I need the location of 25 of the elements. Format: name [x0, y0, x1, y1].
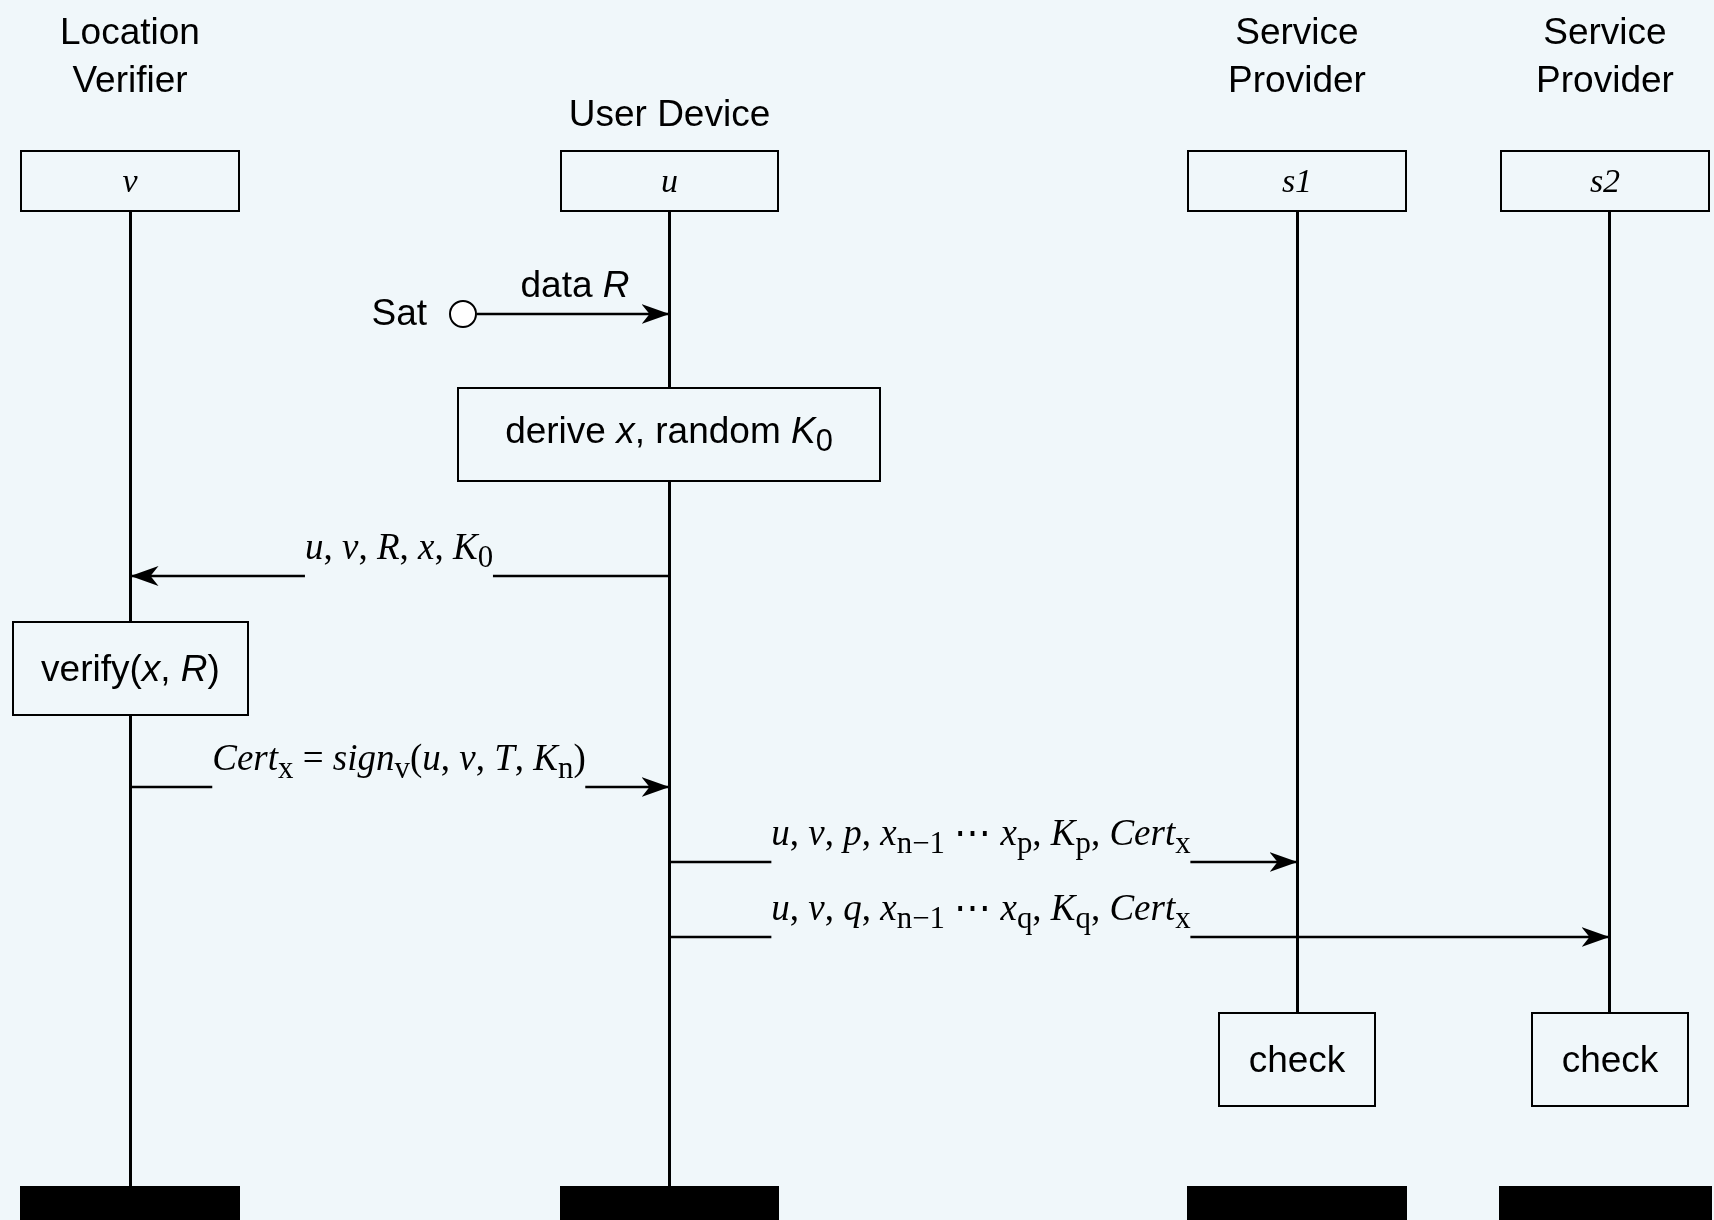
source-circle [449, 300, 477, 328]
participant-name: User Device [567, 92, 772, 136]
activity-box: check [1218, 1012, 1376, 1107]
lifeline [1296, 212, 1299, 1012]
participant-box: s2 [1500, 150, 1710, 212]
source-name: Sat [371, 292, 427, 334]
participant-name: Service Provider [1227, 10, 1367, 102]
activity-box: check [1531, 1012, 1689, 1107]
participant-box: u [560, 150, 779, 212]
activity-box: derive x, random K$_{0}$ [457, 387, 881, 482]
activity-box: verify(x, R) [12, 621, 249, 716]
lifeline [129, 212, 132, 621]
message-arrow [477, 304, 670, 324]
participant-name: Location Verifier [59, 10, 201, 102]
participant-name: Service Provider [1535, 10, 1675, 102]
lifeline [668, 212, 671, 387]
lifeline [129, 716, 132, 1186]
lifeline-end-bar [1187, 1186, 1407, 1220]
lifeline-end-bar [1499, 1186, 1712, 1220]
lifeline [1608, 212, 1611, 1012]
participant-box: s1 [1187, 150, 1407, 212]
lifeline-end-bar [20, 1186, 240, 1220]
lifeline-end-bar [560, 1186, 779, 1220]
lifeline [668, 482, 671, 1186]
participant-box: v [20, 150, 240, 212]
